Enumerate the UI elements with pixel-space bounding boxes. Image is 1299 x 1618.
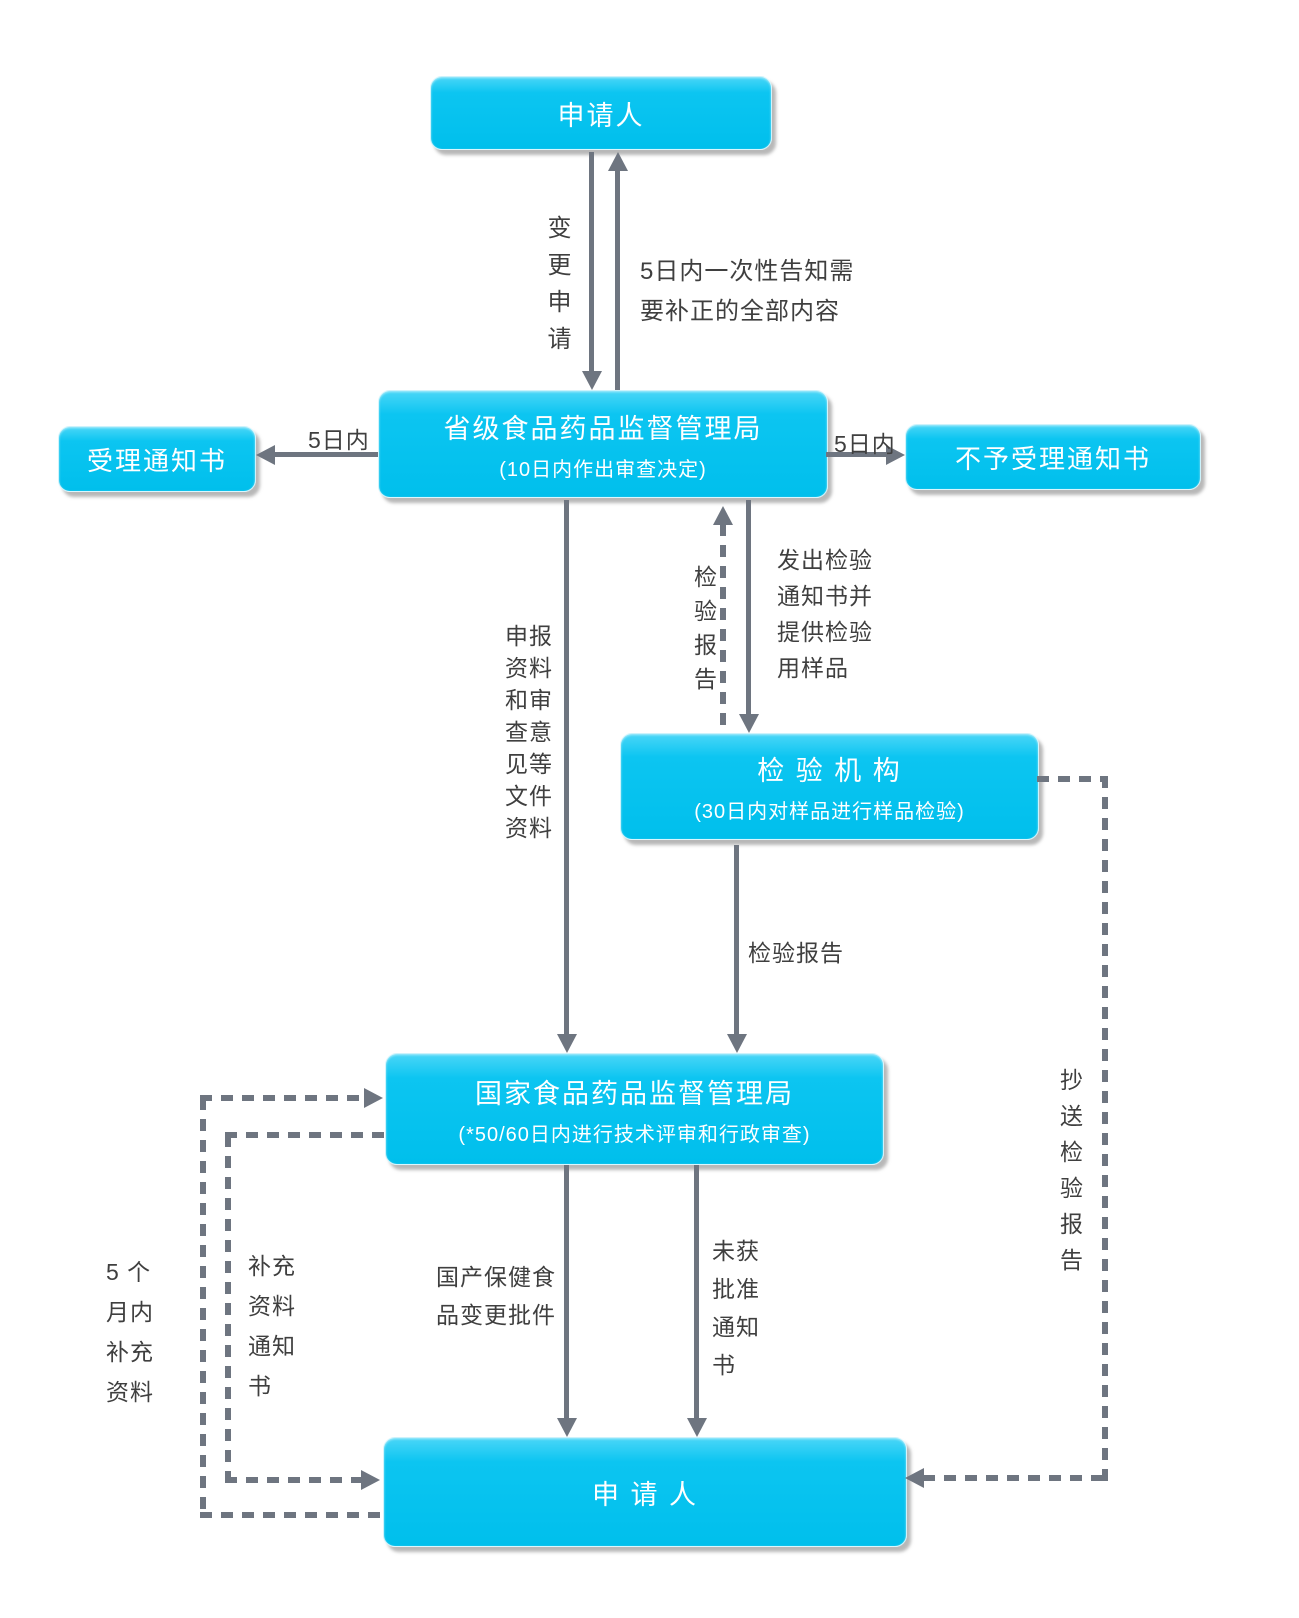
label-application-materials: 申报 资料 和审 查意 见等 文件 资料 (505, 623, 553, 841)
label-correction-notice: 5日内一次性告知需 要补正的全部内容 (640, 258, 855, 325)
node-rejection-notice: 不予受理通知书 (905, 424, 1201, 490)
arrow-not-approved-shaft (694, 1165, 699, 1420)
arrow-application-materials-head (557, 1034, 577, 1053)
arrow-inspection-report-up-head (713, 506, 733, 525)
path-supplement-notice-top (225, 1132, 385, 1138)
arrow-rejection-head (886, 445, 905, 465)
node-title: 检 验 机 构 (757, 756, 902, 786)
path-five-month-supplement-vertical (200, 1098, 206, 1518)
node-title: 国家食品药品监督管理局 (475, 1078, 794, 1109)
node-applicant-top: 申请人 (430, 76, 772, 150)
path-copy-report-head (905, 1468, 924, 1488)
path-copy-report-top (1037, 776, 1108, 782)
node-subtitle: (30日内对样品进行样品检验) (694, 801, 965, 823)
label-send-sample: 发出检验 通知书并 提供检验 用样品 (777, 547, 873, 681)
node-national-fda: 国家食品药品监督管理局 (*50/60日内进行技术评审和行政审查) (385, 1053, 884, 1165)
arrow-rejection-shaft (826, 452, 887, 457)
node-inspection-agency: 检 验 机 构 (30日内对样品进行样品检验) (620, 733, 1039, 840)
arrow-not-approved-head (687, 1418, 707, 1437)
node-title: 不予受理通知书 (954, 443, 1151, 474)
node-provincial-fda: 省级食品药品监督管理局 (10日内作出审查决定) (378, 390, 828, 498)
node-acceptance-notice: 受理通知书 (58, 426, 256, 492)
label-approval-document: 国产保健食 品变更批件 (436, 1264, 556, 1328)
label-five-month-supplement: 5 个 月内 补充 资料 (106, 1259, 154, 1405)
label-inspection-report-up: 检 验 报 告 (694, 564, 718, 692)
arrow-acceptance-head (256, 445, 275, 465)
arrow-inspection-report-down-head (727, 1034, 747, 1053)
arrow-change-application-head (582, 371, 602, 390)
label-change-application: 变 更 申 请 (547, 215, 573, 353)
node-subtitle: (10日内作出审查决定) (499, 458, 707, 481)
arrow-correction-notice-shaft (615, 170, 620, 390)
path-supplement-notice-bottom (225, 1477, 362, 1483)
path-copy-report-vertical (1102, 776, 1108, 1481)
arrow-change-application-shaft (589, 152, 594, 372)
arrow-application-materials-shaft (564, 500, 569, 1036)
label-five-day-right: 5日内 (834, 431, 896, 457)
path-supplement-notice-vertical (225, 1135, 231, 1483)
label-supplement-notice: 补充 资料 通知 书 (248, 1253, 296, 1399)
label-five-day-left: 5日内 (308, 427, 370, 453)
path-copy-report-bottom (923, 1475, 1105, 1481)
node-title: 受理通知书 (86, 445, 227, 476)
arrow-approval-head (557, 1418, 577, 1437)
arrow-inspection-report-down-shaft (734, 845, 739, 1036)
label-copy-inspection-report: 抄 送 检 验 报 告 (1060, 1067, 1084, 1273)
path-five-month-supplement-top (200, 1095, 365, 1101)
node-title: 申 请 人 (591, 1479, 698, 1510)
label-inspection-report-down: 检验报告 (748, 940, 844, 966)
node-subtitle: (*50/60日内进行技术评审和行政审查) (458, 1123, 811, 1146)
label-not-approved: 未获 批准 通知 书 (712, 1238, 760, 1378)
arrow-send-sample-head (739, 714, 759, 733)
arrow-send-sample-shaft (746, 500, 751, 716)
node-title: 申请人 (557, 100, 645, 131)
arrow-acceptance-shaft (274, 452, 378, 457)
path-five-month-supplement-bottom (200, 1512, 383, 1518)
arrow-approval-shaft (564, 1165, 569, 1420)
node-title: 省级食品药品监督管理局 (443, 413, 763, 444)
arrow-inspection-report-up-shaft (720, 524, 726, 733)
node-applicant-bottom: 申 请 人 (383, 1437, 907, 1547)
path-five-month-supplement-head (364, 1088, 383, 1108)
arrow-correction-notice-head (608, 152, 628, 171)
path-supplement-notice-head (361, 1470, 380, 1490)
